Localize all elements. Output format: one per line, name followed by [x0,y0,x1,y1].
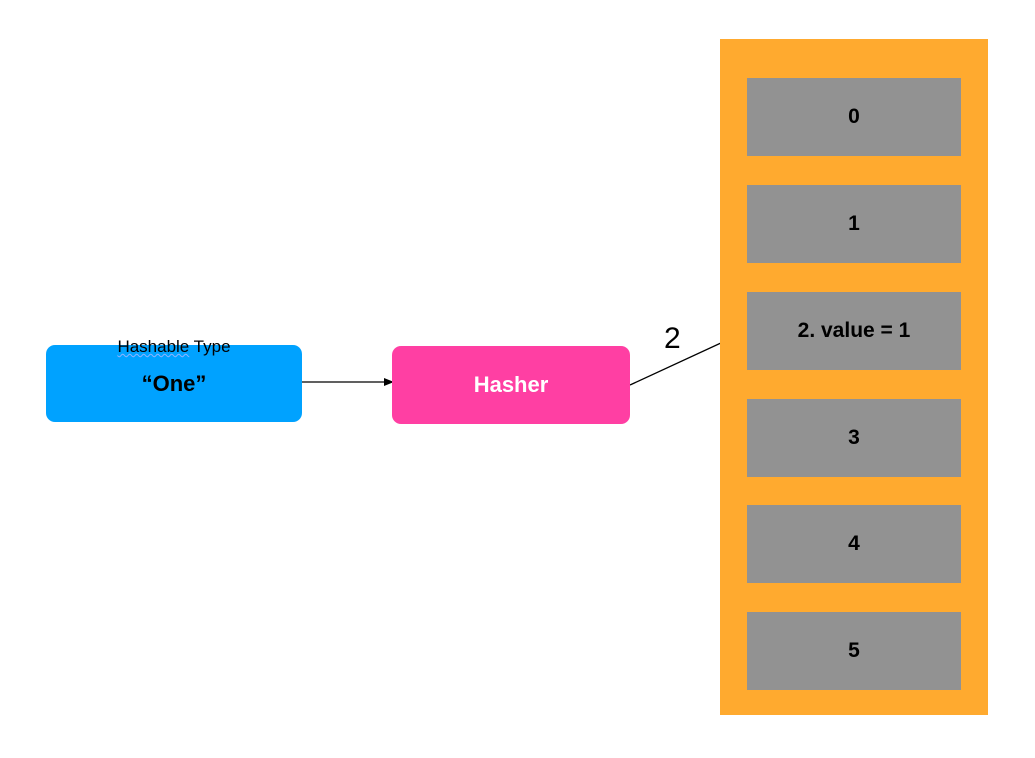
bucket-label: 0 [848,105,860,128]
bucket-label: 1 [848,212,860,235]
hashable-input-box: “One” [46,345,302,422]
hash-output-label: 2 [664,322,681,355]
input-caption-suffix: Type [189,337,231,356]
bucket-1: 1 [747,185,961,263]
bucket-2: 2. value = 1 [747,292,961,370]
input-caption-prefix: Hashable [117,337,190,356]
hasher-box: Hasher [392,346,630,424]
bucket-0: 0 [747,78,961,156]
bucket-label: 4 [848,532,860,555]
hasher-label: Hasher [473,372,549,397]
bucket-3: 3 [747,399,961,477]
bucket-label: 3 [848,426,860,449]
input-caption: Hashable Type [46,337,302,357]
bucket-array: 0 1 2. value = 1 3 4 5 [720,39,988,715]
bucket-label: 2. value = 1 [797,319,911,342]
bucket-5: 5 [747,612,961,690]
bucket-4: 4 [747,505,961,583]
bucket-label: 5 [848,639,860,662]
input-value: “One” [141,370,207,396]
